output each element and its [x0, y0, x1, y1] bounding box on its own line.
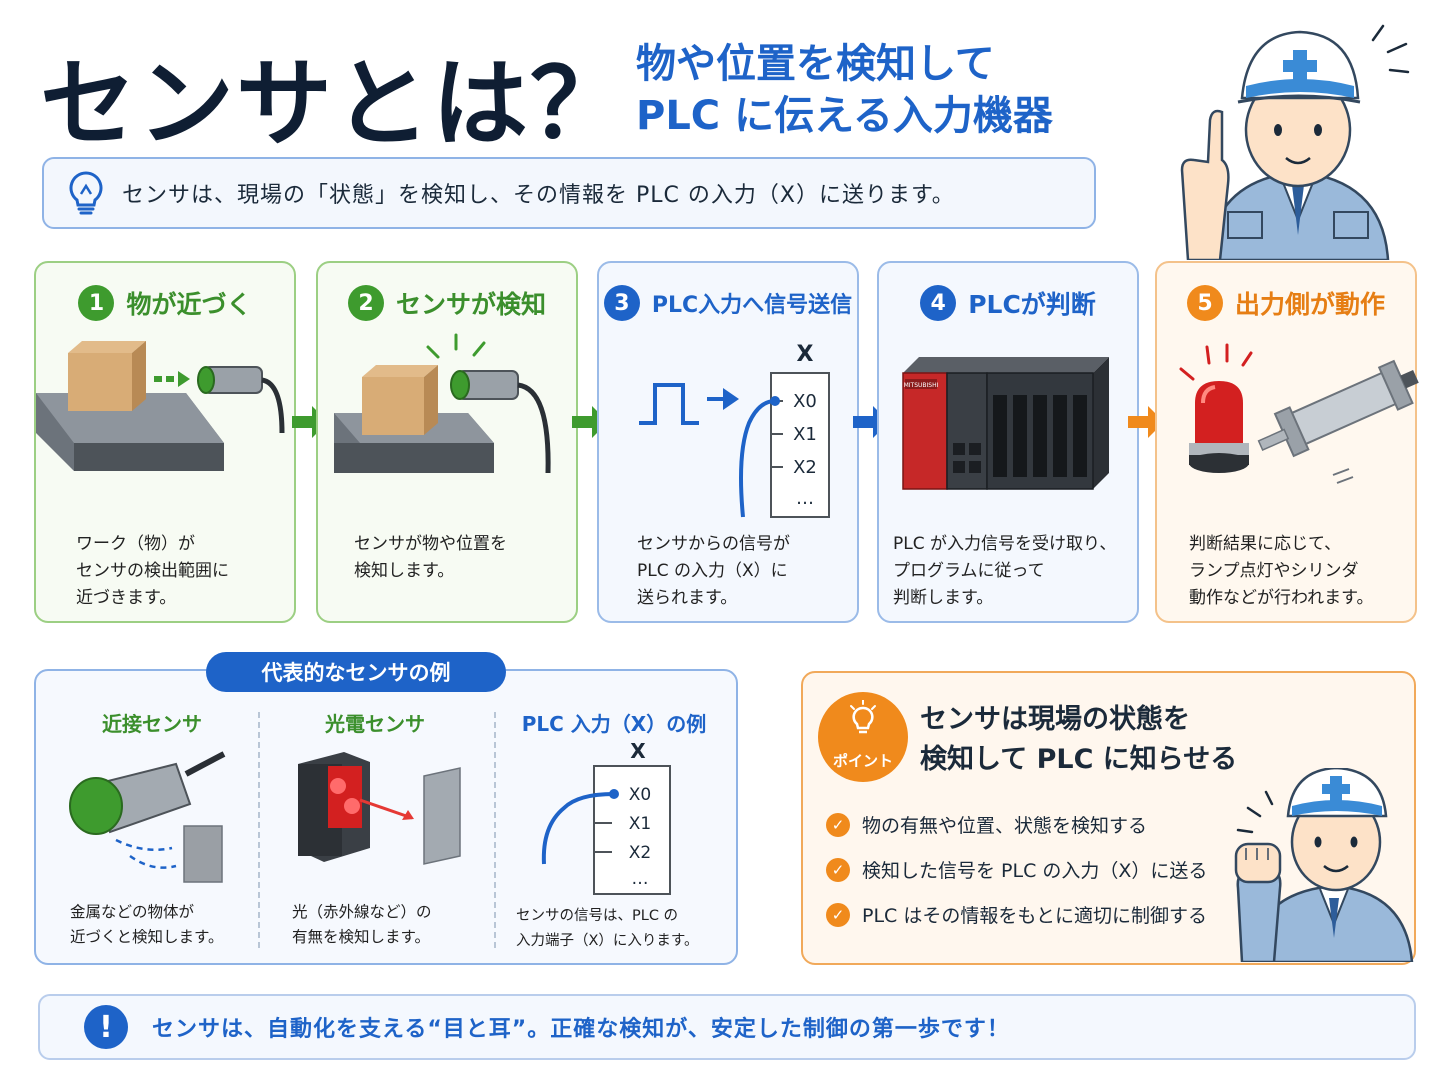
object-approaching-illustration [36, 341, 285, 471]
step-description: ワーク（物）が センサの検出範囲に 近づきます。 [76, 534, 229, 608]
example-title-photoelectric: 光電センサ [325, 712, 425, 736]
signal-to-plc-illustration: X X0 X1 X2 … [639, 342, 830, 518]
step-label: PLC入力へ信号送信 [651, 293, 853, 318]
step-1-card: 1 物が近づく ワーク（物）が センサの検出範囲に 近づきます。 [34, 261, 296, 623]
example-desc-proximity: 金属などの物体が 近づくと検知します。 [70, 903, 224, 946]
step-number: 1 [78, 285, 115, 321]
exclamation-icon: ! [84, 1005, 128, 1049]
plc-brand: MITSUBISHI [904, 382, 939, 389]
point-item-text: PLC はその情報をもとに適切に制御する [862, 905, 1207, 927]
point-badge-label: ポイント [832, 752, 893, 770]
step-number: 3 [603, 285, 640, 321]
check-icon: ✓ [826, 902, 850, 927]
step-number: 5 [1186, 285, 1223, 321]
example-desc-plc-input: センサの信号は、PLC の 入力端子（X）に入ります。 [516, 908, 699, 949]
step-label: 物が近づく [126, 290, 252, 319]
step-description: センサが物や位置を 検知します。 [354, 534, 507, 581]
step-3-card: 3 PLC入力へ信号送信 X X0 X1 X2 … センサからの信号が PLC … [597, 261, 859, 623]
examples-title-pill: 代表的なセンサの例 [206, 652, 506, 692]
terminal-row: X0 [629, 785, 651, 805]
terminal-row: X2 [629, 843, 651, 863]
check-icon: ✓ [826, 857, 850, 882]
subtitle-line-2: PLC に伝える入力機器 [636, 93, 1053, 139]
step-description: センサからの信号が PLC の入力（X）に 送られます。 [637, 534, 790, 608]
terminal-row: X1 [629, 814, 651, 834]
bottom-message-banner: ! センサは、自動化を支える“目と耳”。正確な検知が、安定した制御の第一歩です！ [38, 994, 1416, 1060]
sparkle-lines [1236, 790, 1274, 834]
plc-input-terminal-illustration: X X0 X1 X2 … [541, 739, 671, 895]
step-5-card: 5 出力側が動作 判断結果に応じて、 ランプ点灯やシリンダ 動作などが行われます… [1155, 261, 1419, 623]
worker-pointing-illustration [1180, 24, 1410, 260]
subtitle-line-1: 物や位置を検知して [636, 41, 995, 87]
lightbulb-icon [850, 700, 876, 734]
terminal-header: X [630, 739, 646, 763]
step-label: PLCが判断 [968, 290, 1096, 319]
bottom-message: センサは、自動化を支える“目と耳”。正確な検知が、安定した制御の第一歩です！ [152, 1017, 1010, 1042]
point-item-text: 物の有無や位置、状態を検知する [862, 815, 1148, 837]
terminal-header: X [797, 342, 814, 367]
intro-banner: センサは、現場の「状態」を検知し、その情報を PLC の入力（X）に送ります。 [42, 157, 1096, 229]
point-title-line-1: センサは現場の状態を [920, 704, 1190, 735]
column-divider [494, 712, 496, 948]
plc-unit-illustration: MITSUBISHI [902, 357, 1109, 490]
terminal-row: X2 [793, 457, 817, 478]
point-item: ✓ PLC はその情報をもとに適切に制御する [826, 901, 1207, 928]
step-label: センサが検知 [395, 290, 546, 319]
example-desc-photoelectric: 光（赤外線など）の 有無を検知します。 [292, 903, 432, 946]
page-subtitle: 物や位置を検知して PLC に伝える入力機器 [636, 38, 1053, 142]
sensor-detecting-illustration [334, 333, 551, 474]
point-item: ✓ 検知した信号を PLC の入力（X）に送る [826, 856, 1207, 883]
terminal-row: … [796, 488, 814, 509]
terminal-row: X0 [793, 391, 817, 412]
step-2-card: 2 センサが検知 センサが物や位置を 検知します。 [316, 261, 578, 623]
terminal-row: X1 [793, 424, 817, 445]
step-label: 出力側が動作 [1234, 290, 1385, 319]
step-number: 2 [347, 285, 384, 321]
output-devices-illustration [1179, 343, 1419, 484]
photoelectric-sensor-illustration [298, 752, 461, 865]
step-description: 判断結果に応じて、 ランプ点灯やシリンダ 動作などが行われます。 [1189, 534, 1374, 608]
worker-fist-illustration [1234, 768, 1414, 962]
point-item: ✓ 物の有無や位置、状態を検知する [826, 811, 1147, 838]
intro-text: センサは、現場の「状態」を検知し、その情報を PLC の入力（X）に送ります。 [122, 183, 955, 208]
sparkle-lines [1371, 24, 1410, 74]
proximity-sensor-illustration [69, 751, 226, 883]
point-badge: ポイント [818, 692, 908, 782]
lightbulb-icon [69, 171, 103, 215]
step-number: 4 [920, 285, 957, 321]
point-title-line-2: 検知して PLC に知らせる [920, 744, 1238, 775]
point-item-text: 検知した信号を PLC の入力（X）に送る [862, 860, 1208, 882]
step-description: PLC が入力信号を受け取り、 プログラムに従って 判断します。 [893, 534, 1117, 608]
example-title-plc-input: PLC 入力（X）の例 [521, 712, 707, 736]
terminal-row: … [632, 869, 649, 889]
check-icon: ✓ [826, 812, 850, 837]
column-divider [258, 712, 260, 948]
step-4-card: 4 PLCが判断 MITSUBISHI PLC が入力信号を受け取り、 プログラ… [877, 261, 1139, 623]
point-title: センサは現場の状態を 検知して PLC に知らせる [920, 700, 1237, 780]
example-title-proximity: 近接センサ [102, 712, 202, 736]
page-title: センサとは？ [40, 48, 628, 160]
